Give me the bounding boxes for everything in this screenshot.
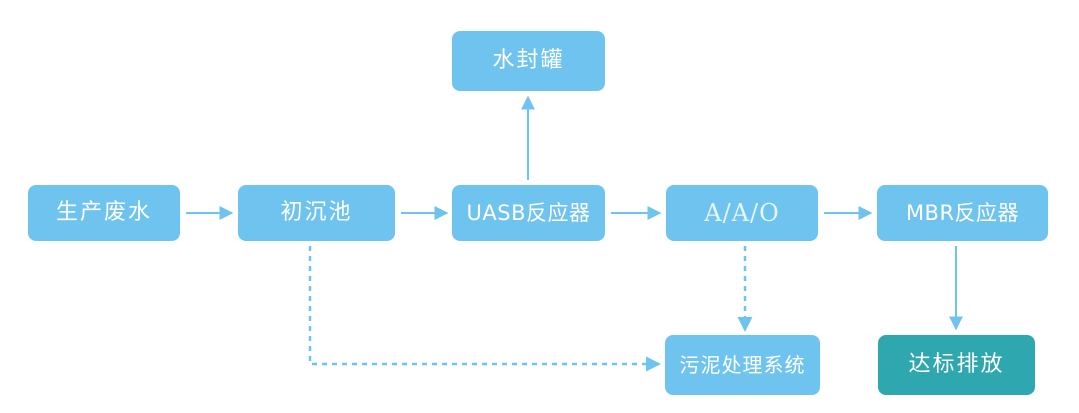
node-mbr-reactor-label: MBR反应器: [905, 200, 1020, 225]
edge-primary-to-sludge: [308, 246, 661, 372]
node-aao[interactable]: A/A/O: [666, 185, 818, 241]
node-primary-tank[interactable]: 初沉池: [238, 185, 395, 241]
node-sludge-system[interactable]: 污泥处理系统: [665, 335, 820, 395]
node-primary-tank-label: 初沉池: [280, 200, 353, 225]
node-raw-water[interactable]: 生产废水: [28, 185, 180, 241]
node-raw-water-label: 生产废水: [55, 200, 152, 225]
node-discharge-label: 达标排放: [908, 352, 1005, 377]
node-sludge-system-label: 污泥处理系统: [679, 353, 806, 377]
node-mbr-reactor[interactable]: MBR反应器: [877, 185, 1048, 241]
node-uasb-reactor-label: UASB反应器: [466, 200, 591, 225]
node-aao-label: A/A/O: [704, 199, 780, 227]
node-water-seal-tank[interactable]: 水封罐: [452, 31, 605, 91]
node-water-seal-tank-label: 水封罐: [492, 48, 565, 73]
node-uasb-reactor[interactable]: UASB反应器: [452, 185, 605, 241]
node-discharge[interactable]: 达标排放: [878, 335, 1035, 395]
